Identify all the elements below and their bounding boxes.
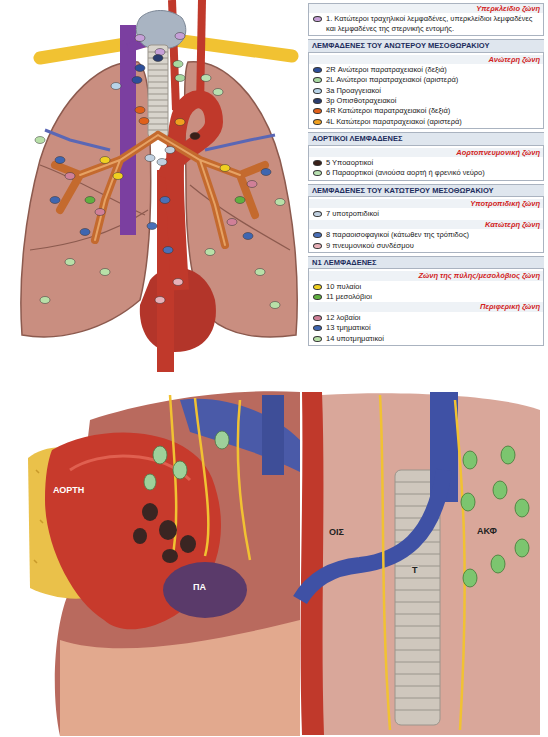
legend-text: 14 υποτμηματικοί — [326, 334, 540, 343]
legend-text: 4L Κατώτεροι παρατραχειακοί (αριστερά) — [326, 117, 540, 126]
lymph-node — [270, 302, 280, 309]
legend-swatch — [313, 119, 322, 125]
lymph-node — [35, 137, 45, 144]
legend-text: 2L Ανώτεροι παρατραχειακοί (αριστερά) — [326, 75, 540, 84]
lymph-node — [135, 107, 145, 114]
lungs-overview — [21, 0, 297, 372]
header-text: ΛΕΜΦΑΔΕΝΕΣ ΤΟΥ ΚΑΤΩΤΕΡΟΥ ΜΕΣΟΘΩΡΑΚΙΟΥ — [312, 186, 540, 195]
lymph-node — [175, 75, 185, 82]
lymph-node — [247, 181, 257, 188]
lymph-node — [213, 89, 223, 96]
zone-heading: Αορτοπνευμονική ζώνη — [309, 148, 543, 157]
anatomy-label: ΑΟΡΤΗ — [52, 486, 85, 496]
legend-text: 13 τμηματικοί — [326, 323, 540, 332]
legend-text: 5 Υποαορτικοί — [326, 158, 540, 167]
lymph-node — [201, 75, 211, 82]
legend-text: 8 παραοισοφαγικοί (κάτωθεν της τρόπιδος) — [326, 230, 540, 239]
lymph-node — [80, 229, 90, 236]
section-header: N1 ΛΕΜΦΑΔΕΝΕΣ — [308, 256, 544, 269]
legend-text: 2R Ανώτεροι παρατραχειακοί (δεξιά) — [326, 65, 540, 74]
lymph-node — [85, 197, 95, 204]
lymph-node — [205, 249, 215, 256]
anatomy-label: ΟΙΣ — [328, 528, 345, 538]
lymph-node — [163, 247, 173, 254]
legend-swatch — [313, 336, 322, 342]
lymph-node — [113, 173, 123, 180]
section-header: ΑΟΡΤΙΚΟΙ ΛΕΜΦΑΔΕΝΕΣ — [308, 132, 544, 145]
surgical-view-left — [28, 391, 300, 736]
lymph-node — [235, 197, 245, 204]
lymph-node — [175, 33, 185, 40]
legend-swatch — [313, 284, 322, 290]
legend-text: 9 πνευμονικού συνδέσμου — [326, 241, 540, 250]
legend-swatch — [313, 160, 322, 166]
lymph-node — [65, 173, 75, 180]
header-text: ΛΕΜΦΑΔΕΝΕΣ ΤΟΥ ΑΝΩΤΕΡΟΥ ΜΕΣΟΘΩΡΑΚΙΟΥ — [312, 41, 540, 50]
lymph-node — [111, 83, 121, 90]
legend-text: 12 λοβαίοι — [326, 313, 540, 322]
lymph-node — [145, 155, 155, 162]
legend-swatch — [313, 315, 322, 321]
zone-heading: Υποτροπιδική ζώνη — [309, 199, 543, 208]
lymph-node — [95, 209, 105, 216]
legend-swatch — [313, 98, 322, 104]
legend-text: 11 μεσολόβιοι — [326, 292, 540, 301]
lymph-node — [220, 165, 230, 172]
lymph-node — [139, 118, 149, 125]
lymph-node — [190, 133, 200, 140]
zone-heading: Υπερκλείδιο ζώνη — [309, 4, 543, 13]
header-text: N1 ΛΕΜΦΑΔΕΝΕΣ — [312, 258, 540, 267]
lymph-node — [165, 147, 175, 154]
header-text: ΑΟΡΤΙΚΟΙ ΛΕΜΦΑΔΕΝΕΣ — [312, 134, 540, 143]
zone-heading: Ζώνη της πύλης/μεσολόβιος ζώνη — [309, 271, 543, 280]
legend-swatch — [313, 67, 322, 73]
lymph-node — [55, 157, 65, 164]
lymph-node — [157, 159, 167, 166]
surgical-view-right — [300, 392, 540, 735]
lymph-node — [65, 259, 75, 266]
legend-swatch — [313, 88, 322, 94]
lymph-node — [175, 119, 185, 126]
legend-text: 7 υποτροπιδικοί — [326, 209, 540, 218]
anatomy-label: ΑΚΦ — [476, 527, 498, 537]
anatomy-label: Τ — [411, 566, 419, 576]
lymph-node — [160, 197, 170, 204]
lymph-node — [132, 77, 142, 84]
zone-heading: Ανώτερη ζώνη — [309, 55, 543, 64]
legend-swatch — [313, 294, 322, 300]
lymph-node — [227, 219, 237, 226]
legend-text: 3a Προαγγειακοί — [326, 86, 540, 95]
legend-swatch — [313, 243, 322, 249]
legend-text: 6 Παραορτικοί (ανιούσα αορτή ή φρενικό ν… — [326, 168, 540, 177]
section-header: ΛΕΜΦΑΔΕΝΕΣ ΤΟΥ ΑΝΩΤΕΡΟΥ ΜΕΣΟΘΩΡΑΚΙΟΥ — [308, 39, 544, 52]
section-header: ΛΕΜΦΑΔΕΝΕΣ ΤΟΥ ΚΑΤΩΤΕΡΟΥ ΜΕΣΟΘΩΡΑΚΙΟΥ — [308, 184, 544, 197]
lymph-node — [40, 297, 50, 304]
lymph-node — [243, 233, 253, 240]
lymph-node — [275, 199, 285, 206]
lymph-node — [173, 279, 183, 286]
lymph-node — [147, 223, 157, 230]
legend-text: 10 πυλαίοι — [326, 282, 540, 291]
legend-text: 1. Κατώτεροι τραχηλικοί λεμφαδένες, υπερ… — [326, 14, 540, 33]
lymph-node — [255, 269, 265, 276]
zone-heading: Περιφερική ζώνη — [309, 302, 543, 311]
anatomy-label: ΠΑ — [192, 583, 207, 593]
zone-heading: Κατώτερη ζώνη — [309, 220, 543, 229]
lymph-node — [173, 61, 183, 68]
lymph-node — [155, 297, 165, 304]
legend-text: 4R Κατώτεροι παρατραχειακοί (δεξιά) — [326, 106, 540, 115]
lymph-node — [135, 35, 145, 42]
lymph-node — [100, 269, 110, 276]
lymph-node — [50, 197, 60, 204]
legend-text: 3p Οπισθοτραχειακοί — [326, 96, 540, 105]
lymph-node — [100, 157, 110, 164]
lymph-node — [153, 55, 163, 62]
lymph-node — [261, 169, 271, 176]
lymph-node — [135, 65, 145, 72]
